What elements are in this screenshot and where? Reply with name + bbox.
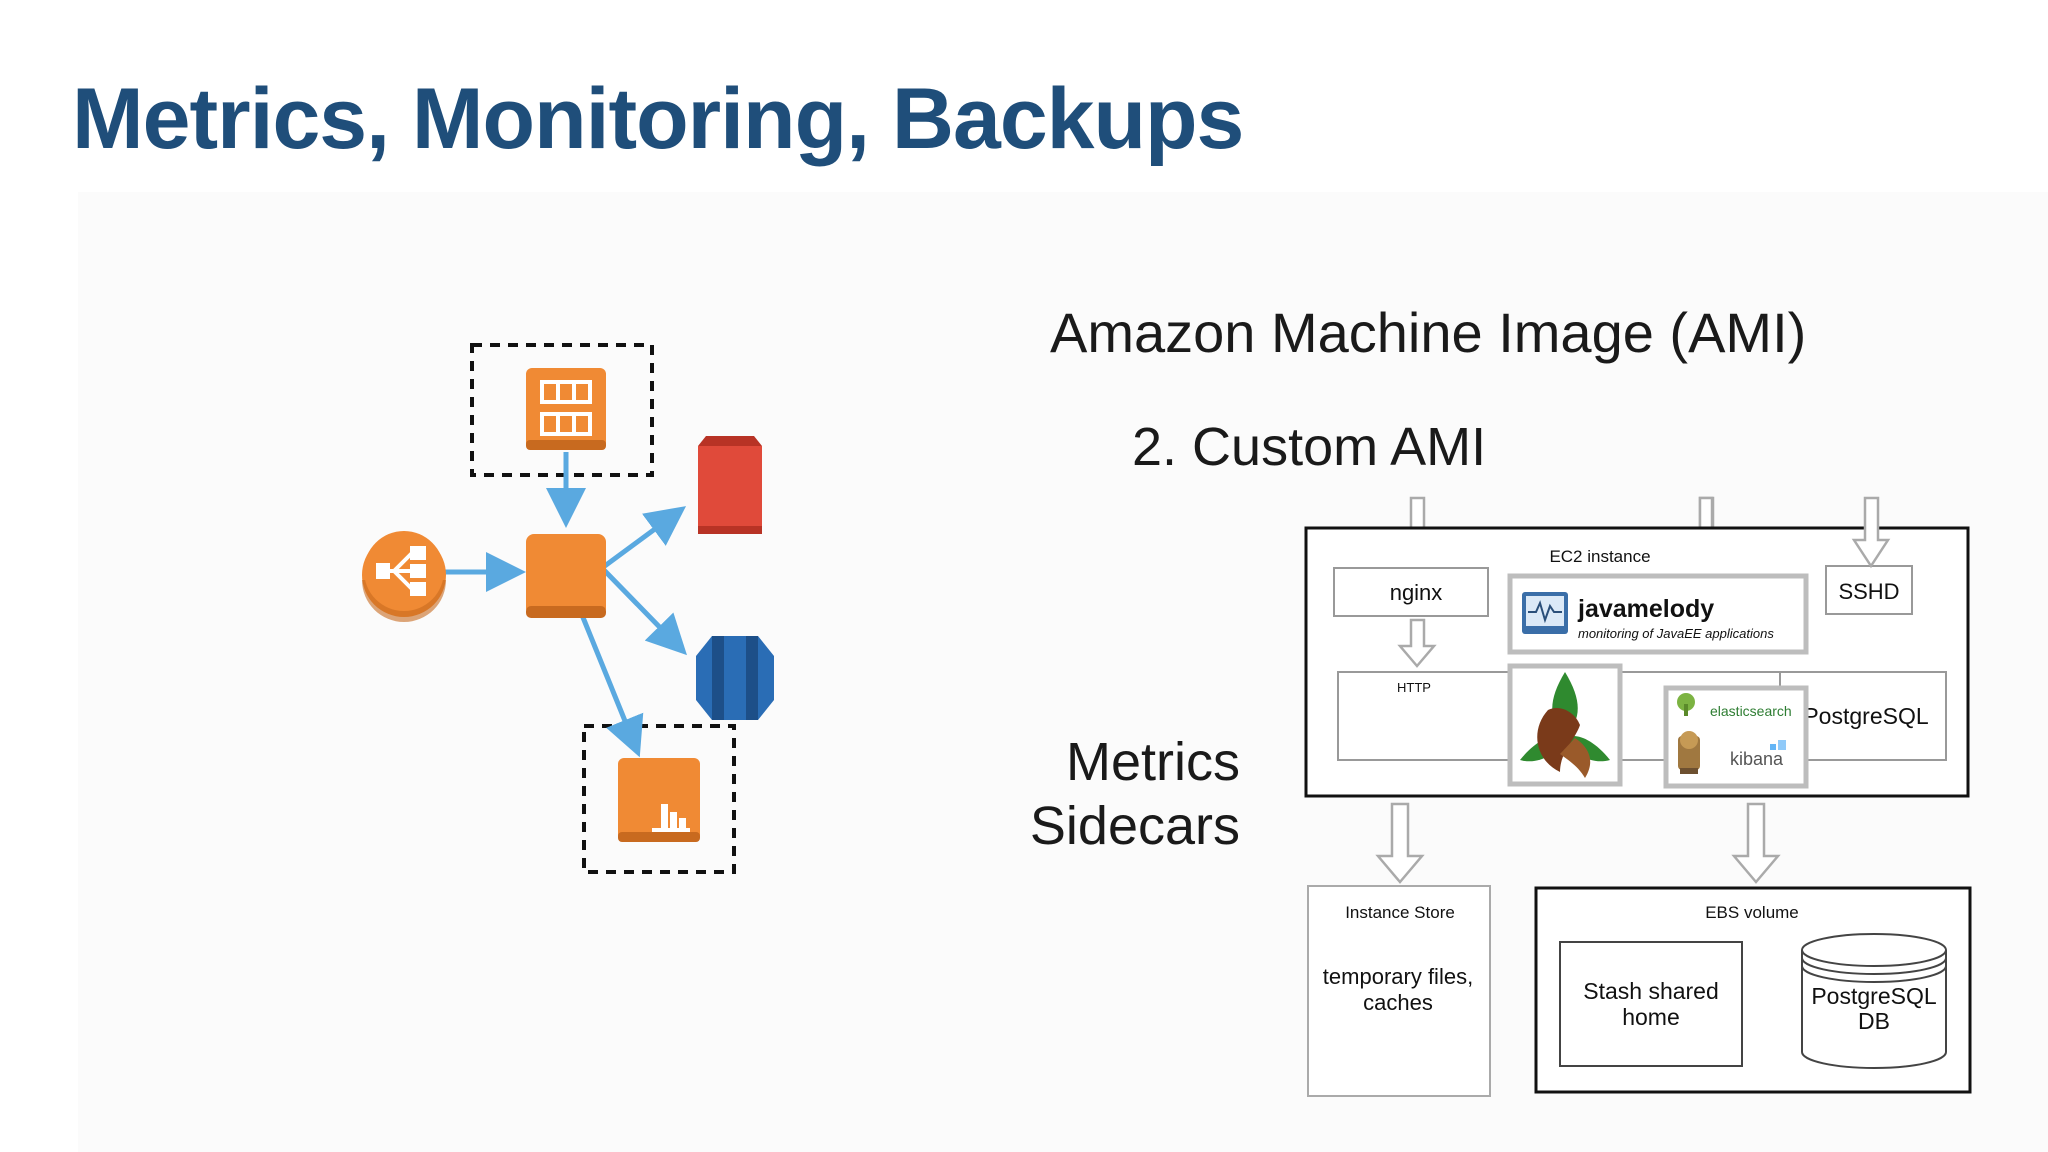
sidecars-label: Metrics Sidecars xyxy=(1020,730,1240,858)
sshd-label: SSHD xyxy=(1838,579,1899,604)
pg-db-line2: DB xyxy=(1858,1008,1890,1034)
page-title: Metrics, Monitoring, Backups xyxy=(72,71,1244,167)
ami-heading: Amazon Machine Image (AMI) xyxy=(1050,301,1807,364)
internal-arrows xyxy=(1397,496,1891,668)
metrics-boundary xyxy=(582,724,736,874)
nginx-box xyxy=(1333,567,1489,617)
flow-arrows xyxy=(440,452,687,758)
nginx-label: nginx xyxy=(1390,580,1443,605)
pg-db-line1: PostgreSQL xyxy=(1811,983,1936,1009)
javamelody-monitor-icon xyxy=(1522,592,1568,634)
ami-option: 2. Custom AMI xyxy=(1132,417,1487,477)
postgresql-label: PostgreSQL xyxy=(1803,703,1928,729)
instance-store-line1: temporary files, xyxy=(1323,964,1473,989)
sidecars-line1: Metrics xyxy=(1066,732,1240,792)
ec2-instance-icon xyxy=(526,534,606,618)
instance-store-line2: caches xyxy=(1363,990,1433,1015)
javamelody-name: javamelody xyxy=(1577,595,1714,623)
stash-line1: Stash shared xyxy=(1583,978,1719,1004)
outbound-arrows xyxy=(1375,802,1781,884)
kibana-label: kibana xyxy=(1730,749,1784,769)
instance-store-box xyxy=(1307,885,1491,1097)
instance-store-label: Instance Store xyxy=(1345,903,1455,922)
load-balancer-icon xyxy=(362,531,446,622)
http-label: HTTP xyxy=(1397,680,1431,695)
ec2-label: EC2 instance xyxy=(1549,547,1650,566)
stats-icon xyxy=(618,758,700,842)
kibana-logo-icon xyxy=(1678,731,1786,774)
stash-home-box xyxy=(1559,941,1743,1067)
database-icon xyxy=(696,636,774,720)
javamelody-tagline: monitoring of JavaEE applications xyxy=(1578,626,1774,641)
sidecars-line2: Sidecars xyxy=(1029,796,1240,856)
leaf-logo-icon xyxy=(1520,672,1610,778)
ebs-label: EBS volume xyxy=(1705,903,1799,922)
elasticsearch-logo-icon xyxy=(1677,693,1695,716)
storage-bucket-icon xyxy=(698,436,762,534)
elasticache-grid-icon xyxy=(526,368,606,450)
cache-boundary xyxy=(470,343,654,477)
sshd-box xyxy=(1825,565,1913,615)
elasticsearch-label: elasticsearch xyxy=(1710,703,1792,719)
stash-line2: home xyxy=(1622,1004,1680,1030)
postgresql-db-cylinder xyxy=(1801,933,1947,1069)
